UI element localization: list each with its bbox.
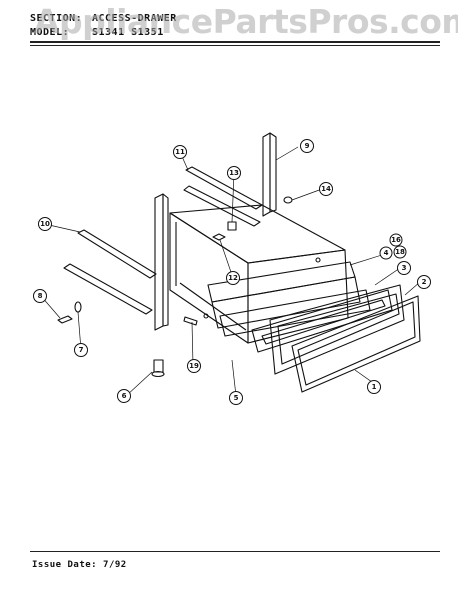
svg-text:9: 9 [305,142,310,150]
svg-text:8: 8 [38,292,43,300]
slide-rail-left [63,229,157,315]
glide-6 [151,359,165,378]
section-line: SECTION: ACCESS-DRAWER [30,12,177,26]
drawer-front-panel [291,295,421,393]
footer-rule [30,551,440,552]
callout-9: 9 [300,139,314,153]
model-line: MODEL: S1341 S1351 [30,26,177,40]
callout-6: 6 [117,389,131,403]
screw-19 [183,316,198,326]
header-rule-thin [30,45,440,46]
right-leg [262,132,277,217]
left-leg [154,193,169,331]
callout-4: 4 [379,246,393,260]
callout-12: 12 [226,271,240,285]
issue-date: Issue Date: 7/92 [32,560,127,570]
drawer-liner [269,284,405,375]
screw-8 [57,315,73,324]
svg-text:19: 19 [189,362,199,370]
header-rule-thick [30,41,440,43]
drawer-gasket [251,289,393,353]
section-label: SECTION: [30,13,83,24]
svg-text:5: 5 [234,394,239,402]
callout-11: 11 [173,145,187,159]
callout-10: 10 [38,217,52,231]
clip-12 [212,233,226,241]
svg-text:14: 14 [321,185,331,193]
bracket-13 [227,221,237,231]
page-header: SECTION: ACCESS-DRAWER MODEL: S1341 S1351 [30,12,177,40]
callout-2: 2 [417,275,431,289]
callout-7: 7 [74,343,88,357]
callout-3: 3 [397,261,411,275]
callout-14: 14 [319,182,333,196]
model-label: MODEL: [30,27,70,38]
svg-text:10: 10 [40,220,50,228]
svg-text:6: 6 [122,392,127,400]
issue-value: 7/92 [103,560,127,570]
washer-7 [74,301,82,313]
svg-text:11: 11 [175,148,185,156]
drawer-inner-front [207,261,371,337]
model-value: S1341 S1351 [92,27,164,38]
svg-text:18: 18 [395,248,405,256]
svg-text:4: 4 [384,249,389,257]
slide-rail-right [183,166,263,227]
svg-text:13: 13 [229,169,239,177]
svg-text:7: 7 [79,346,84,354]
svg-text:1: 1 [372,383,377,391]
callout-1: 1 [367,380,381,394]
svg-text:3: 3 [402,264,407,272]
callout-13: 13 [227,166,241,180]
svg-text:16: 16 [391,236,401,244]
svg-text:2: 2 [422,278,427,286]
issue-label: Issue Date: [32,560,98,570]
svg-text:12: 12 [228,274,238,282]
callout-18: 18 [393,245,407,259]
callout-19: 19 [187,359,201,373]
callout-5: 5 [229,391,243,405]
callout-8: 8 [33,289,47,303]
callout-16: 16 [389,233,403,247]
section-value: ACCESS-DRAWER [92,13,177,24]
bumper-14 [283,196,293,204]
